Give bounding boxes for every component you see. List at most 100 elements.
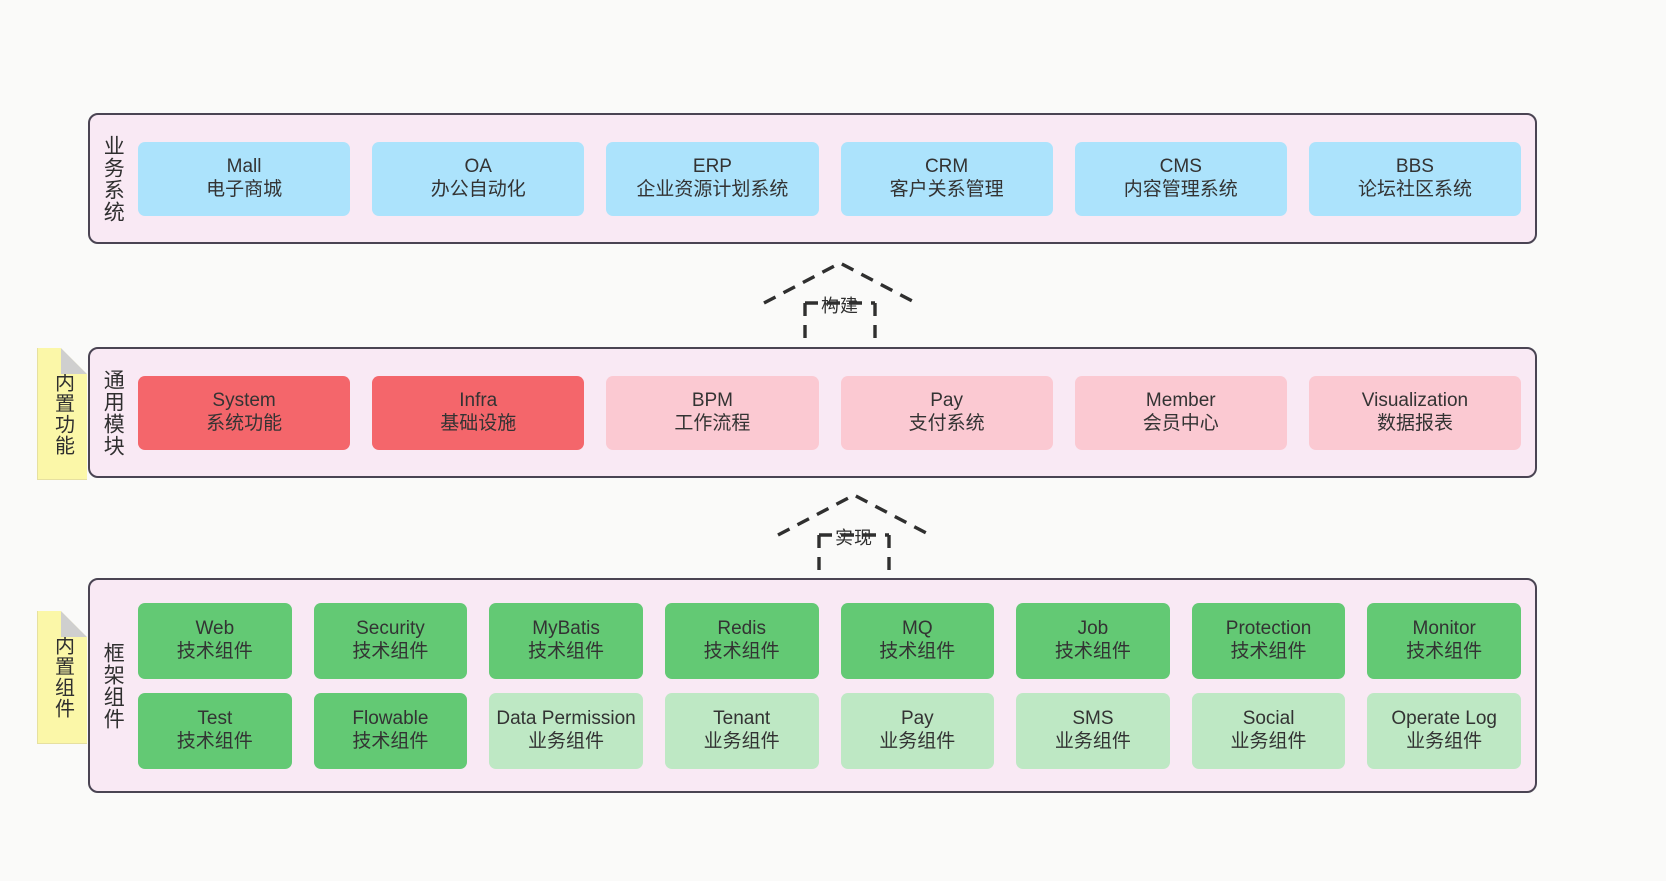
node-member[interactable]: Member 会员中心: [1074, 375, 1287, 450]
node-title: CRM: [924, 155, 969, 177]
node-title: Job: [1077, 617, 1109, 639]
node-title: BBS: [1395, 155, 1434, 177]
node-title: Member: [1145, 389, 1216, 411]
node-subtitle: 数据报表: [1376, 412, 1453, 434]
node-title: Visualization: [1361, 389, 1469, 411]
node-title: BPM: [691, 389, 734, 411]
node-title: SMS: [1072, 707, 1114, 729]
node-mybatis[interactable]: MyBatis 技术组件: [489, 602, 643, 679]
node-row: System 系统功能 Infra 基础设施 BPM 工作流程 Pay 支付系统…: [138, 375, 1522, 450]
layer-body-common-module: System 系统功能 Infra 基础设施 BPM 工作流程 Pay 支付系统…: [134, 349, 1535, 476]
note-builtin-function: 内置功能: [37, 348, 87, 480]
node-title: Operate Log: [1391, 707, 1497, 729]
node-subtitle: 技术组件: [352, 640, 429, 662]
node-pay-component[interactable]: Pay 业务组件: [840, 692, 995, 769]
node-visualization[interactable]: Visualization 数据报表: [1308, 375, 1522, 450]
node-title: Mall: [226, 155, 262, 177]
node-system[interactable]: System 系统功能: [138, 375, 351, 450]
node-cms[interactable]: CMS 内容管理系统: [1074, 141, 1287, 216]
node-title: Security: [356, 617, 425, 639]
node-subtitle: 技术组件: [528, 640, 605, 662]
node-title: System: [212, 389, 276, 411]
node-protection[interactable]: Protection 技术组件: [1191, 602, 1346, 679]
layer-business-system: 业务系统 Mall 电子商城 OA 办公自动化 ERP 企业资源计划系统 CRM…: [88, 113, 1537, 244]
node-title: Flowable: [352, 707, 429, 729]
node-title: Web: [195, 617, 235, 639]
node-monitor[interactable]: Monitor 技术组件: [1367, 602, 1521, 679]
node-subtitle: 企业资源计划系统: [636, 178, 789, 200]
node-bbs[interactable]: BBS 论坛社区系统: [1308, 141, 1522, 216]
node-job[interactable]: Job 技术组件: [1016, 602, 1170, 679]
node-subtitle: 技术组件: [352, 730, 429, 752]
node-row: Test 技术组件 Flowable 技术组件 Data Permission …: [138, 692, 1521, 769]
node-subtitle: 技术组件: [176, 640, 253, 662]
node-title: Redis: [717, 617, 766, 639]
node-subtitle: 业务组件: [1054, 730, 1131, 752]
node-subtitle: 会员中心: [1142, 412, 1219, 434]
node-subtitle: 内容管理系统: [1123, 178, 1238, 200]
node-social[interactable]: Social 业务组件: [1191, 692, 1346, 769]
node-oa[interactable]: OA 办公自动化: [372, 141, 585, 216]
note-fold-corner-icon: [61, 611, 87, 637]
note-builtin-component: 内置组件: [37, 611, 87, 744]
node-title: Tenant: [713, 707, 771, 729]
layer-title-framework-component: 框架组件: [101, 641, 125, 730]
arrow-build-label: 构建: [821, 296, 859, 316]
note-label: 内置组件: [51, 635, 74, 719]
node-title: Social: [1242, 707, 1295, 729]
node-erp[interactable]: ERP 企业资源计划系统: [606, 141, 819, 216]
arrow-implement-label: 实现: [835, 528, 873, 548]
node-web[interactable]: Web 技术组件: [138, 602, 292, 679]
node-bpm[interactable]: BPM 工作流程: [606, 375, 819, 450]
node-title: Test: [197, 707, 233, 729]
node-title: Protection: [1225, 617, 1312, 639]
node-subtitle: 技术组件: [176, 730, 253, 752]
node-subtitle: 业务组件: [1406, 730, 1483, 752]
node-subtitle: 技术组件: [1054, 640, 1131, 662]
node-subtitle: 业务组件: [879, 730, 956, 752]
node-redis[interactable]: Redis 技术组件: [664, 602, 819, 679]
node-sms[interactable]: SMS 业务组件: [1016, 692, 1170, 769]
node-flowable[interactable]: Flowable 技术组件: [313, 692, 468, 769]
node-row: Mall 电子商城 OA 办公自动化 ERP 企业资源计划系统 CRM 客户关系…: [138, 141, 1522, 216]
node-title: Pay: [930, 389, 963, 411]
node-title: ERP: [692, 155, 732, 177]
layer-body-business-system: Mall 电子商城 OA 办公自动化 ERP 企业资源计划系统 CRM 客户关系…: [134, 115, 1535, 242]
node-mq[interactable]: MQ 技术组件: [840, 602, 995, 679]
node-subtitle: 业务组件: [703, 730, 780, 752]
layer-title-business-system: 业务系统: [101, 134, 125, 223]
node-operate-log[interactable]: Operate Log 业务组件: [1367, 692, 1521, 769]
note-fold-corner-icon: [61, 348, 87, 374]
node-title: MyBatis: [532, 617, 600, 639]
node-subtitle: 系统功能: [206, 412, 283, 434]
node-subtitle: 技术组件: [1406, 640, 1483, 662]
node-test[interactable]: Test 技术组件: [138, 692, 292, 769]
node-title: CMS: [1159, 155, 1202, 177]
node-crm[interactable]: CRM 客户关系管理: [840, 141, 1053, 216]
layer-framework-component: 框架组件 Web 技术组件 Security 技术组件 MyBatis 技术组件…: [88, 578, 1537, 793]
node-title: Data Permission: [496, 707, 636, 729]
node-pay[interactable]: Pay 支付系统: [840, 375, 1053, 450]
node-infra[interactable]: Infra 基础设施: [372, 375, 585, 450]
node-tenant[interactable]: Tenant 业务组件: [664, 692, 819, 769]
node-mall[interactable]: Mall 电子商城: [138, 141, 351, 216]
node-subtitle: 电子商城: [206, 178, 283, 200]
note-label: 内置功能: [51, 371, 74, 456]
layer-common-module: 通用模块 System 系统功能 Infra 基础设施 BPM 工作流程 Pay…: [88, 347, 1537, 478]
arrow-build: 构建: [752, 259, 928, 343]
node-subtitle: 技术组件: [703, 640, 780, 662]
node-title: Pay: [900, 707, 934, 729]
node-subtitle: 工作流程: [674, 412, 751, 434]
node-subtitle: 技术组件: [879, 640, 956, 662]
node-subtitle: 业务组件: [1230, 730, 1307, 752]
node-data-permission[interactable]: Data Permission 业务组件: [489, 692, 643, 769]
node-security[interactable]: Security 技术组件: [313, 602, 468, 679]
node-title: OA: [464, 155, 492, 177]
node-subtitle: 基础设施: [440, 412, 517, 434]
node-title: MQ: [902, 617, 933, 639]
node-subtitle: 技术组件: [1230, 640, 1307, 662]
node-title: Monitor: [1412, 617, 1476, 639]
node-subtitle: 客户关系管理: [889, 178, 1004, 200]
arrow-implement: 实现: [766, 491, 942, 575]
node-row: Web 技术组件 Security 技术组件 MyBatis 技术组件 Redi…: [138, 602, 1521, 679]
